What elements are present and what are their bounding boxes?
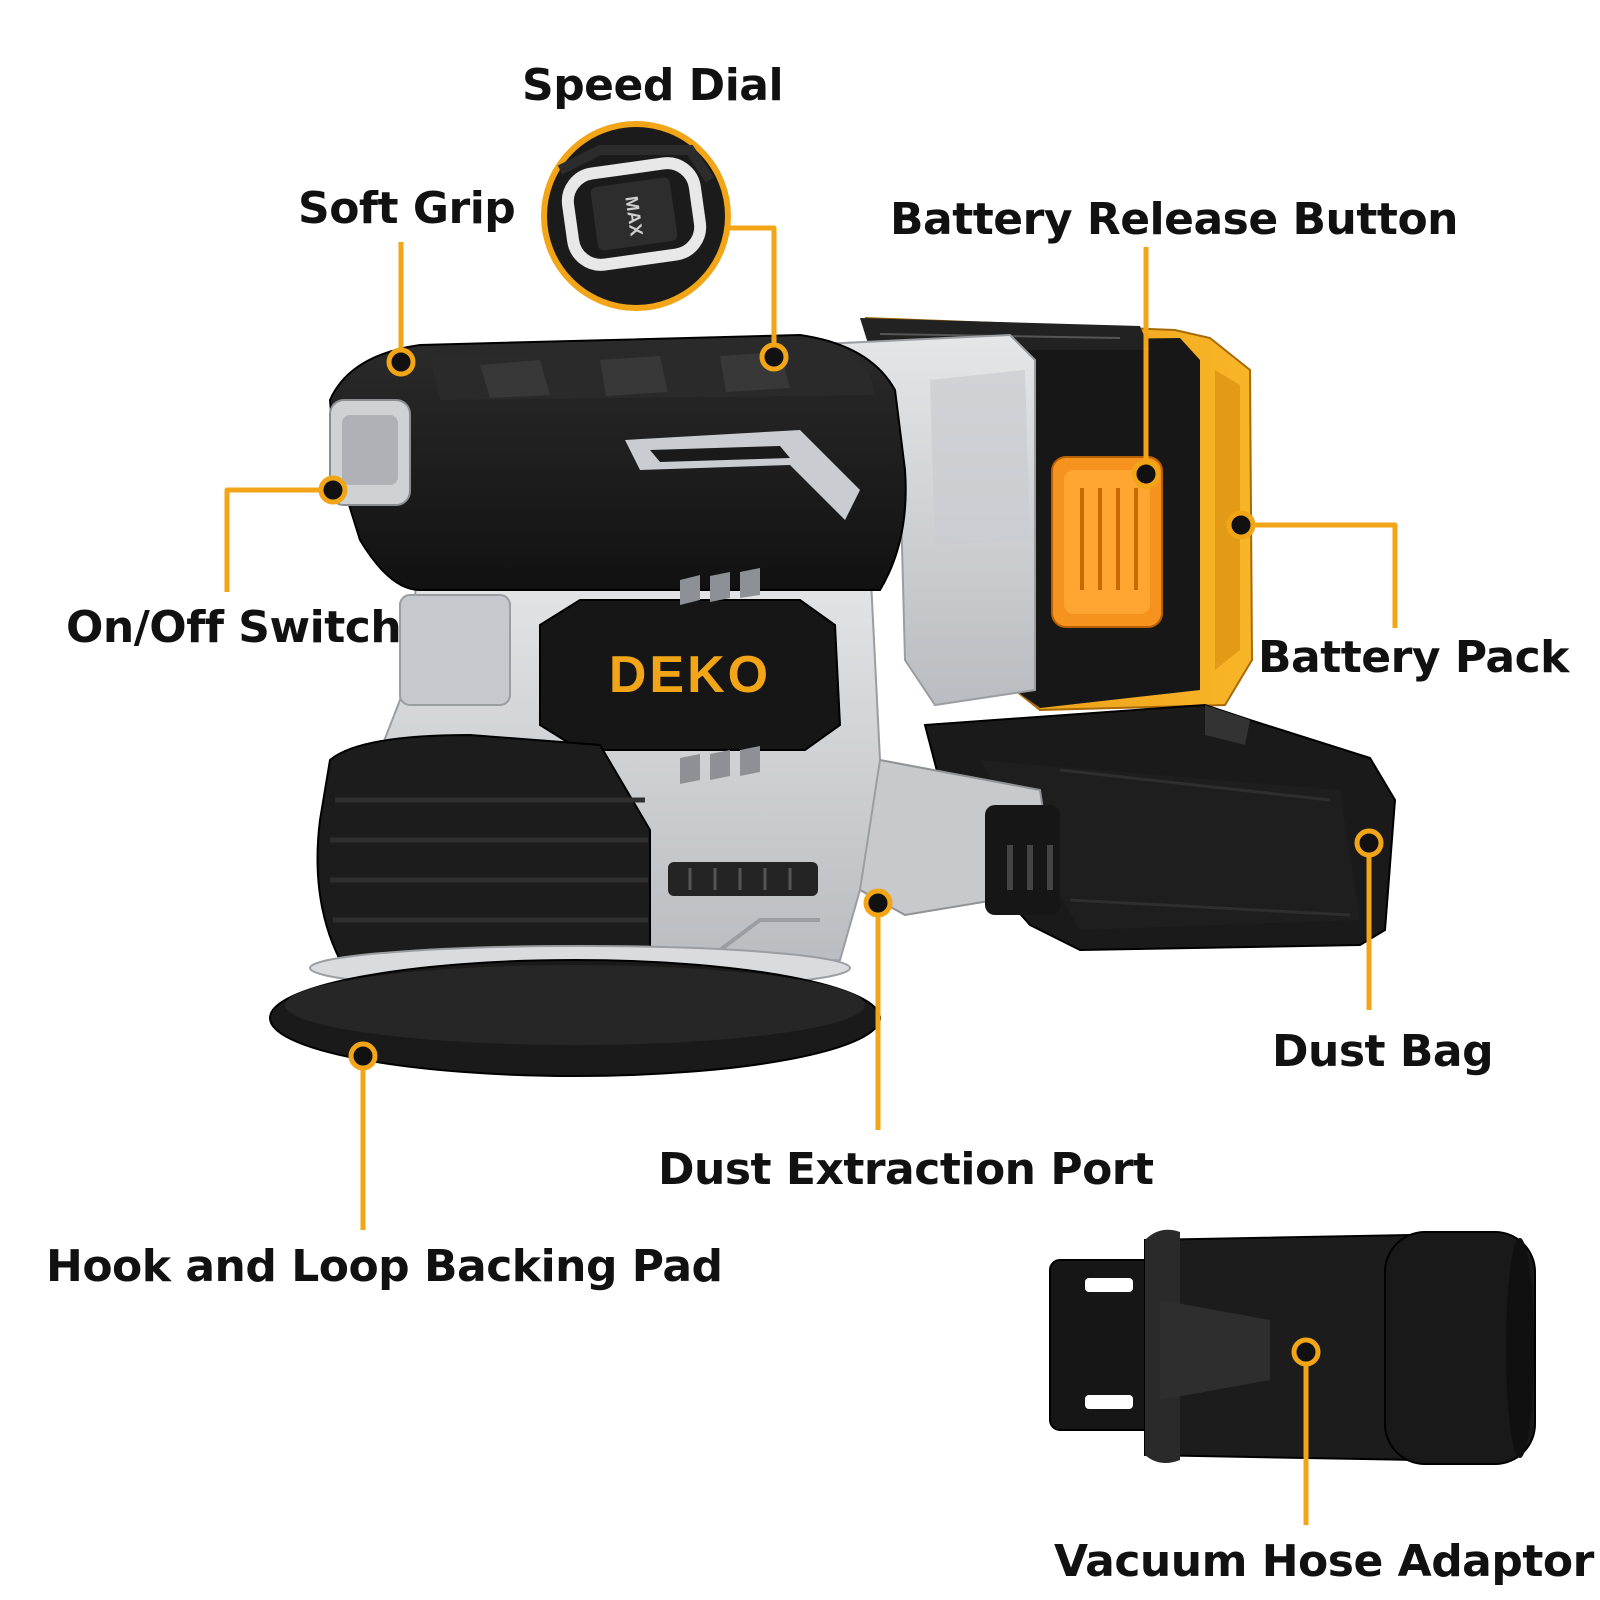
label-on-off-switch: On/Off Switch bbox=[66, 602, 402, 653]
label-dust-bag: Dust Bag bbox=[1272, 1026, 1494, 1077]
dot-adaptor bbox=[1291, 1337, 1321, 1367]
sander-body bbox=[316, 333, 907, 967]
backing-pad bbox=[269, 945, 881, 1077]
vacuum-hose-adaptor bbox=[1049, 1229, 1536, 1465]
leader-on-off bbox=[224, 487, 333, 592]
leader-speed-dial bbox=[729, 225, 777, 357]
battery-release-latch bbox=[1051, 456, 1163, 628]
label-battery-pack: Battery Pack bbox=[1258, 632, 1569, 683]
dot-battery-pack bbox=[1226, 510, 1256, 540]
dot-on-off bbox=[318, 475, 348, 505]
dot-speed-dial bbox=[759, 342, 789, 372]
label-vacuum-hose-adaptor: Vacuum Hose Adaptor bbox=[1054, 1536, 1594, 1587]
label-speed-dial: Speed Dial bbox=[522, 60, 784, 111]
brand-logo: DEKO bbox=[609, 646, 771, 704]
dot-backing-pad bbox=[348, 1041, 378, 1071]
callout-dots bbox=[318, 342, 1384, 1367]
speed-dial-inset bbox=[541, 121, 731, 311]
label-soft-grip: Soft Grip bbox=[298, 183, 516, 234]
label-dust-extraction-port: Dust Extraction Port bbox=[658, 1144, 1154, 1195]
label-hook-and-loop-backing-pad: Hook and Loop Backing Pad bbox=[46, 1241, 723, 1292]
label-battery-release-button: Battery Release Button bbox=[890, 194, 1459, 245]
body-neck bbox=[796, 333, 1036, 707]
dot-dust-port bbox=[863, 888, 893, 918]
dot-dust-bag bbox=[1354, 828, 1384, 858]
leader-lines bbox=[224, 225, 1398, 1525]
dot-soft-grip bbox=[386, 347, 416, 377]
leader-battery-pack bbox=[1241, 522, 1398, 628]
dot-battery-release bbox=[1131, 459, 1161, 489]
